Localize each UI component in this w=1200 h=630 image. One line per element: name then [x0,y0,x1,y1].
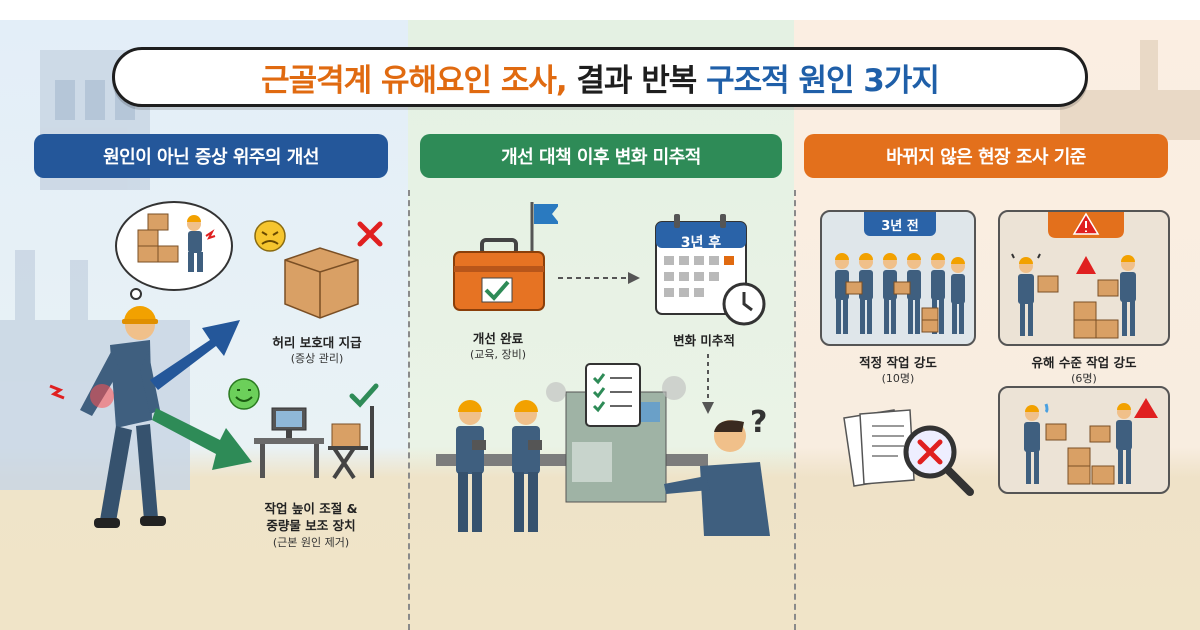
box-icon [1037,275,1119,339]
before-note: (10명) [881,372,915,385]
warning-badge [1048,212,1124,238]
section-header-2: 개선 대책 이후 변화 미추적 [420,134,782,178]
worker-icon: ? [664,406,770,536]
done-note: (교육, 장비) [469,348,527,361]
clock-icon [722,282,766,326]
done-label: 개선 완료 [472,331,524,346]
box-icon [137,213,179,263]
calendar-icon [655,214,766,326]
warning-icon [1076,256,1096,274]
factory-icon [1060,40,1200,140]
smile-icon [228,378,260,410]
item-label-2a: 작업 높이 조절 & [264,501,358,516]
machine-icon [436,363,708,503]
magnifier-icon [903,425,974,496]
main-title: 근골격계 유해요인 조사, 결과 반복 구조적 원인 3가지 [112,47,1088,107]
title-part-3: 구조적 원인 3가지 [706,62,940,99]
thought-bubble [115,201,233,300]
before-card: 3년 전 [820,210,976,346]
question-icon: ? [750,406,767,440]
title-part-2: 결과 반복 [566,62,707,99]
worker-icon [187,215,203,272]
flag-icon [534,204,558,224]
title-part-1: 근골격계 유해요인 조사, [261,62,568,99]
worker-icon [835,253,965,334]
cross-icon [917,439,943,465]
before-label: 적정 작업 강도 [859,355,937,370]
arrow-icon [558,272,640,284]
worker-icon [1024,398,1158,485]
warning-icon [1134,398,1158,418]
clipboard-icon [585,363,641,427]
arrow-icon [150,320,240,390]
cross-icon [357,221,383,247]
item-note-2: (근본 원인 제거) [272,536,350,549]
arrow-icon [152,408,252,470]
box-icon [1045,423,1115,485]
box-icon [254,220,383,319]
item-label-2b: 중량물 보조 장치 [266,518,356,533]
untracked-label: 변화 미추적 [673,333,735,348]
item-note-1: (증상 관리) [290,352,344,365]
check-icon [484,280,510,301]
section-header-1: 원인이 아닌 증상 위주의 개선 [34,134,388,178]
after-note: (6명) [1071,372,1097,385]
document-icon [843,409,974,496]
worker-icon [456,400,542,532]
toolbox-icon [453,202,558,311]
worker-icon [1011,253,1136,339]
worker-icon [49,306,166,528]
divider-1 [408,190,410,630]
divider-2 [794,190,796,630]
section-header-3: 바뀌지 않은 현장 조사 기준 [804,134,1168,178]
after-card-2 [998,386,1170,494]
box-icon [845,281,939,333]
before-badge: 3년 전 [864,212,936,236]
sad-face-icon [254,220,286,252]
after-card [998,210,1170,346]
item-label-1: 허리 보호대 지급 [272,335,362,350]
after-label: 유해 수준 작업 강도 [1031,355,1137,370]
calendar-label: 3년 후 [680,235,722,251]
arrow-icon [702,354,714,414]
check-icon [349,383,379,408]
workstation-icon [228,378,379,480]
